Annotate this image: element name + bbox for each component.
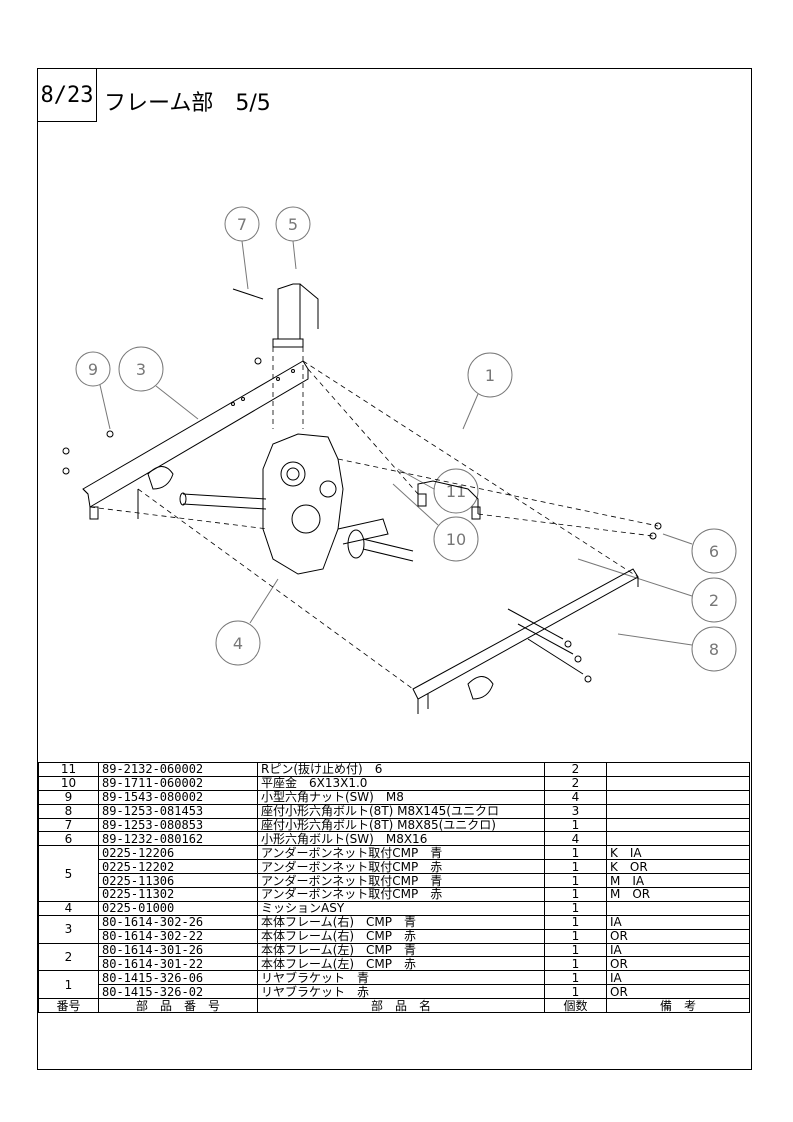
svg-text:7: 7 [237, 215, 247, 234]
header-no: 番号 [38, 998, 99, 1014]
table-row: 6 89-1232-080162 小形六角ボルト(SW) M8X16 4 [38, 831, 750, 847]
table-row: 5 0225-12206 アンダーボンネット取付CMP 青 1 K IA [38, 845, 750, 902]
header-note: 備 考 [606, 998, 750, 1014]
table-row: 80-1415-326-02 リヤブラケット 赤 1 OR [39, 984, 750, 1000]
transmission-assembly [179, 433, 414, 575]
table-row: 11 89-2132-060002 Rピン(抜け止め付) 6 2 [38, 762, 750, 777]
parts-list-table: 11 89-2132-060002 Rピン(抜け止め付) 6 2 10 89-1… [38, 762, 750, 1014]
page-number: 8/23 [38, 69, 97, 122]
svg-text:1: 1 [485, 366, 495, 385]
assembly-guides [89, 347, 659, 690]
header-part-number: 部 品 番 号 [98, 998, 258, 1014]
callout-2: 2 [577, 558, 737, 623]
callout-10: 10 [392, 483, 479, 562]
table-row: 10 89-1711-060002 平座金 6X13X1.0 2 [38, 775, 750, 791]
callout-3: 3 [118, 346, 199, 420]
svg-text:2: 2 [709, 591, 719, 610]
callout-9: 9 [75, 351, 111, 430]
parts-sheet: 8/23 フレーム部 5/5 7 5 9 3 [37, 68, 752, 1070]
svg-text:5: 5 [288, 215, 298, 234]
left-body-frame [412, 568, 639, 714]
callout-7: 7 [224, 206, 260, 290]
table-row: 0225-11302 アンダーボンネット取付CMP 赤 1 M OR [39, 887, 750, 902]
svg-text:9: 9 [88, 360, 98, 379]
table-row: 0225-11306 アンダーボンネット取付CMP 青 1 M IA [39, 873, 750, 889]
callout-1: 1 [462, 352, 513, 430]
svg-text:3: 3 [136, 360, 146, 379]
page-title: フレーム部 5/5 [104, 91, 271, 116]
header-qty: 個数 [544, 998, 607, 1014]
bolt-group [62, 288, 662, 683]
callout-6: 6 [662, 528, 737, 574]
table-row: 0225-12202 アンダーボンネット取付CMP 赤 1 K OR [39, 859, 750, 875]
table-row: 80-1614-301-22 本体フレーム(左) CMP 赤 1 OR [39, 956, 750, 972]
callout-4: 4 [215, 578, 279, 666]
callout-5: 5 [275, 206, 311, 270]
table-row: 3 80-1614-302-26 本体フレーム(右) CMP 青 1 IA [38, 914, 750, 944]
table-row: 2 80-1614-301-26 本体フレーム(左) CMP 青 1 IA [38, 942, 750, 972]
svg-text:11: 11 [446, 482, 466, 501]
table-row: 80-1614-302-22 本体フレーム(右) CMP 赤 1 OR [39, 928, 750, 944]
header-name: 部 品 名 [257, 998, 545, 1014]
table-row: 8 89-1253-081453 座付小形六角ボルト(8T) M8X145(ユニ… [38, 803, 750, 819]
table-row: 4 0225-01000 ミッションASY 1 [38, 900, 750, 916]
right-body-frame [82, 360, 309, 520]
rear-bracket [417, 480, 481, 520]
svg-text:10: 10 [446, 530, 466, 549]
under-bonnet-bracket [272, 283, 319, 348]
table-header-row: 番号 部 品 番 号 部 品 名 個数 備 考 [38, 998, 750, 1014]
table-row: 7 89-1253-080853 座付小形六角ボルト(8T) M8X85(ユニク… [38, 817, 750, 833]
svg-text:6: 6 [709, 542, 719, 561]
callout-8: 8 [617, 626, 737, 672]
table-row: 9 89-1543-080002 小型六角ナット(SW) M8 4 [38, 789, 750, 805]
table-row: 1 80-1415-326-06 リヤブラケット 青 1 IA [38, 970, 750, 1000]
callout-11: 11 [397, 468, 479, 514]
svg-text:4: 4 [233, 634, 243, 653]
svg-text:8: 8 [709, 640, 719, 659]
exploded-assembly-diagram: 7 5 9 3 1 [62, 206, 737, 714]
